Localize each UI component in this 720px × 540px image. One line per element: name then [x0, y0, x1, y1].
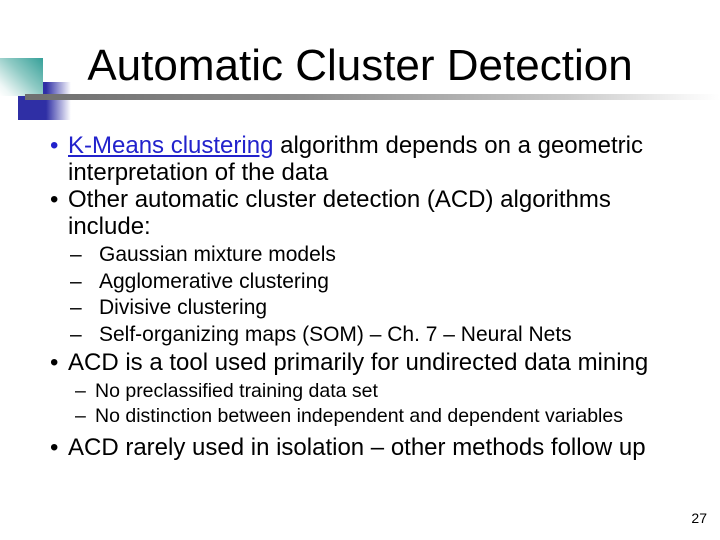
bullet-text-rest: algorithm depends on a geometric interpr…	[68, 132, 643, 186]
dash-marker: –	[70, 322, 82, 346]
bullet-item-kmeans: • K-Means clustering algorithm depends o…	[50, 132, 683, 186]
sub-bullet-text: No preclassified training data set	[95, 380, 378, 402]
bullet-item-acd-isolation: • ACD rarely used in isolation – other m…	[50, 434, 683, 461]
dash-marker: –	[70, 269, 82, 293]
sub-bullet-item-divisive: – Divisive clustering	[50, 295, 683, 322]
sub-bullet-text: No distinction between independent and d…	[95, 405, 623, 427]
sub-bullet-group-undirected: – No preclassified training data set – N…	[50, 379, 683, 429]
page-number: 27	[691, 510, 707, 526]
slide-body: • K-Means clustering algorithm depends o…	[50, 132, 683, 461]
sub-bullet-group-algorithms: – Gaussian mixture models – Agglomerativ…	[50, 242, 683, 348]
bullet-text: K-Means clustering algorithm depends on …	[68, 132, 683, 186]
sub-bullet-item-gaussian: – Gaussian mixture models	[50, 242, 683, 269]
sub-bullet-text: Gaussian mixture models	[99, 243, 336, 266]
sub-bullet-item-no-preclassified: – No preclassified training data set	[50, 379, 683, 404]
sub-bullet-item-agglomerative: – Agglomerative clustering	[50, 269, 683, 296]
kmeans-clustering-link[interactable]: K-Means clustering	[68, 132, 274, 159]
sub-bullet-text: Divisive clustering	[99, 296, 268, 319]
bullet-item-other-acd: • Other automatic cluster detection (ACD…	[50, 186, 683, 240]
dash-marker: –	[70, 243, 82, 266]
title-underline-rule	[25, 94, 720, 100]
sub-bullet-text: Agglomerative clustering	[99, 269, 329, 293]
bullet-marker: •	[50, 132, 59, 159]
dash-marker: –	[70, 296, 82, 319]
dash-marker: –	[75, 405, 86, 427]
bullet-marker: •	[50, 349, 59, 376]
bullet-marker: •	[50, 434, 59, 461]
sub-bullet-item-som: – Self-organizing maps (SOM) – Ch. 7 – N…	[50, 322, 683, 349]
teal-square-decoration	[0, 58, 43, 96]
bullet-text: Other automatic cluster detection (ACD) …	[68, 186, 611, 240]
sub-bullet-item-no-distinction: – No distinction between independent and…	[50, 404, 683, 429]
bullet-text: ACD is a tool used primarily for undirec…	[68, 349, 649, 376]
dash-marker: –	[75, 380, 86, 402]
bullet-marker: •	[50, 186, 59, 213]
bullet-text: ACD rarely used in isolation – other met…	[68, 434, 646, 461]
bullet-item-acd-tool: • ACD is a tool used primarily for undir…	[50, 349, 683, 376]
sub-bullet-text: Self-organizing maps (SOM) – Ch. 7 – Neu…	[99, 322, 572, 346]
slide-title: Automatic Cluster Detection	[87, 41, 633, 90]
